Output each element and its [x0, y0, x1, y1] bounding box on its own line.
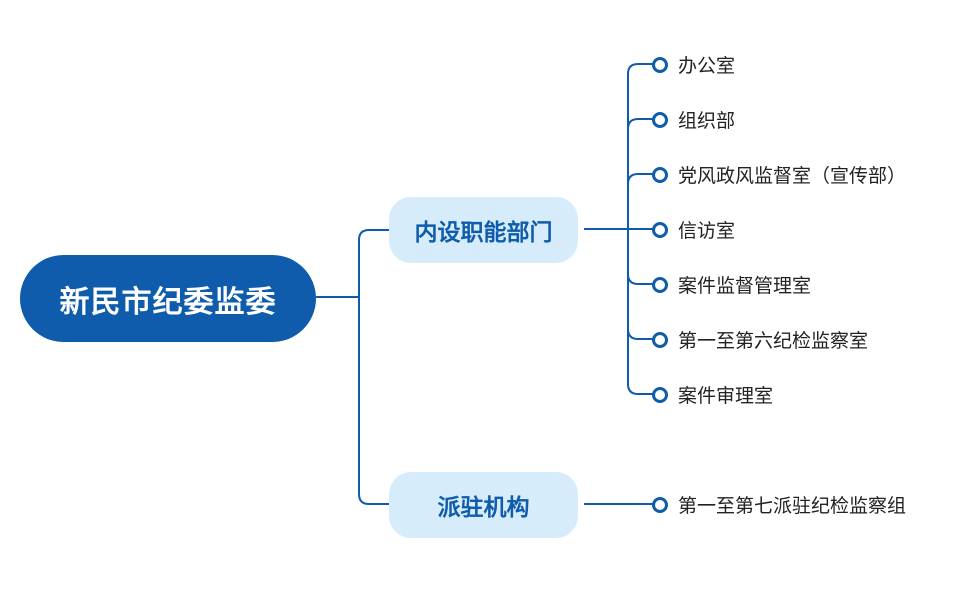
leaf-conduct-supervision: 党风政风监督室（宣传部） [678, 164, 907, 187]
leaf-dot [652, 112, 668, 128]
leaf-petition-office: 信访室 [678, 219, 736, 242]
leaf-dispatched-groups: 第一至第七派驻纪检监察组 [678, 494, 907, 517]
leaf-dot [652, 167, 668, 183]
leaf-organization-dept: 组织部 [678, 109, 736, 132]
root-node: 新民市纪委监委 [20, 255, 316, 342]
branch-node-internal-departments: 内设职能部门 [389, 197, 578, 263]
leaf-office: 办公室 [678, 54, 736, 77]
leaf-dot [652, 387, 668, 403]
leaf-inspection-offices: 第一至第六纪检监察室 [678, 329, 869, 352]
leaf-dot [652, 277, 668, 293]
leaf-dot [652, 57, 668, 73]
leaf-dot [652, 497, 668, 513]
leaf-case-review: 案件审理室 [678, 384, 774, 407]
leaf-case-supervision: 案件监督管理室 [678, 274, 812, 297]
leaf-dot [652, 332, 668, 348]
leaf-dot [652, 222, 668, 238]
branch-node-dispatched-agencies: 派驻机构 [389, 472, 578, 538]
